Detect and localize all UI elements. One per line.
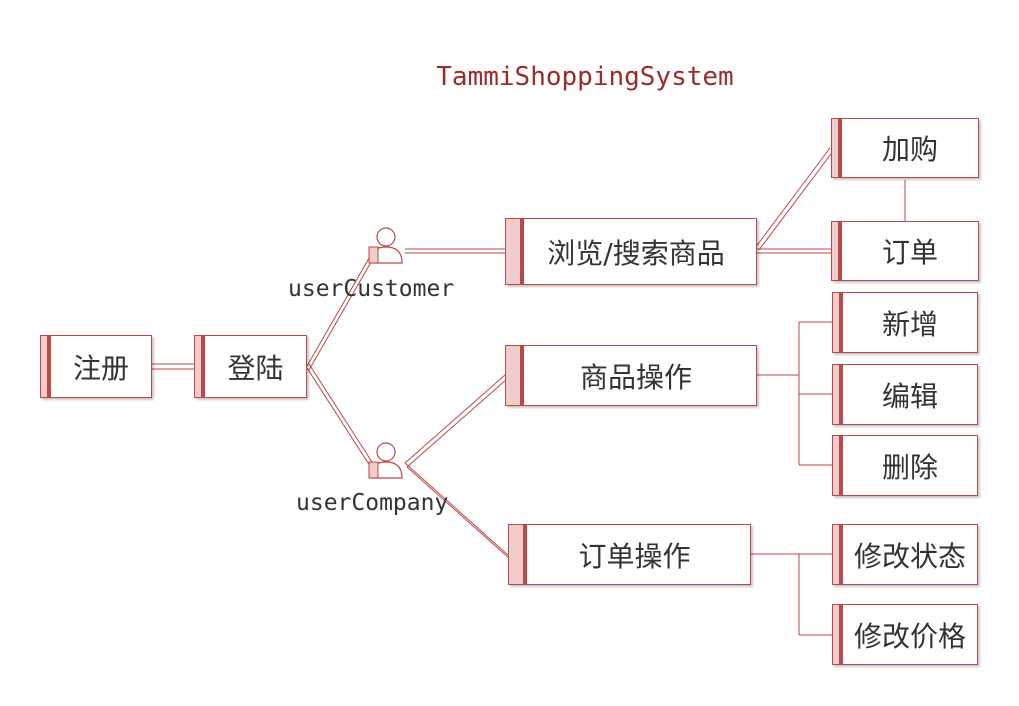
edge-login-customer [306,252,373,367]
node-accent-bar [509,525,527,584]
edge-login-company [306,367,371,467]
node-accent-bar [506,346,524,405]
node-label: 浏览/搜索商品 [547,236,725,270]
node-label: 编辑 [881,379,938,413]
edge-browse-addcart [754,147,831,249]
node-accent-bar [833,605,843,664]
node-label: 修改状态 [853,539,966,573]
node-order-ops[interactable]: 订单操作 [508,524,751,585]
node-accent-bar [833,293,843,352]
user-customer-icon [368,227,403,264]
node-add[interactable]: 新增 [832,292,978,353]
node-accent-bar [833,525,843,584]
actor-label-customer: userCustomer [288,276,455,302]
node-label: 商品操作 [579,360,692,394]
node-accent-bar [41,336,51,397]
node-delete[interactable]: 删除 [832,435,978,496]
node-label: 登陆 [227,351,284,385]
node-label: 新增 [881,307,938,341]
node-browse-search[interactable]: 浏览/搜索商品 [505,218,757,285]
node-modify-price[interactable]: 修改价格 [832,604,978,665]
node-order[interactable]: 订单 [831,221,979,281]
node-accent-bar [506,219,524,284]
node-label: 订单 [881,236,938,269]
node-label: 修改价格 [853,619,966,653]
node-modify-status[interactable]: 修改状态 [832,524,978,585]
node-register[interactable]: 注册 [40,335,152,398]
node-accent-bar [833,365,843,424]
node-login[interactable]: 登陆 [194,335,307,398]
node-accent-bar [832,222,842,280]
diagram-title: TammiShoppingSystem [436,62,734,92]
edge-company-productops [404,374,506,464]
node-label: 订单操作 [578,539,691,573]
edge-company-orderops [404,462,509,556]
node-accent-bar [832,119,842,177]
node-accent-bar [833,436,843,495]
node-label: 删除 [881,450,938,484]
node-label: 加购 [881,133,938,166]
actor-label-company: userCompany [296,490,449,516]
node-accent-bar [195,336,205,397]
node-add-cart[interactable]: 加购 [831,118,979,178]
node-edit[interactable]: 编辑 [832,364,978,425]
node-label: 注册 [72,351,129,385]
user-company-icon [368,442,403,479]
node-product-ops[interactable]: 商品操作 [505,345,757,406]
